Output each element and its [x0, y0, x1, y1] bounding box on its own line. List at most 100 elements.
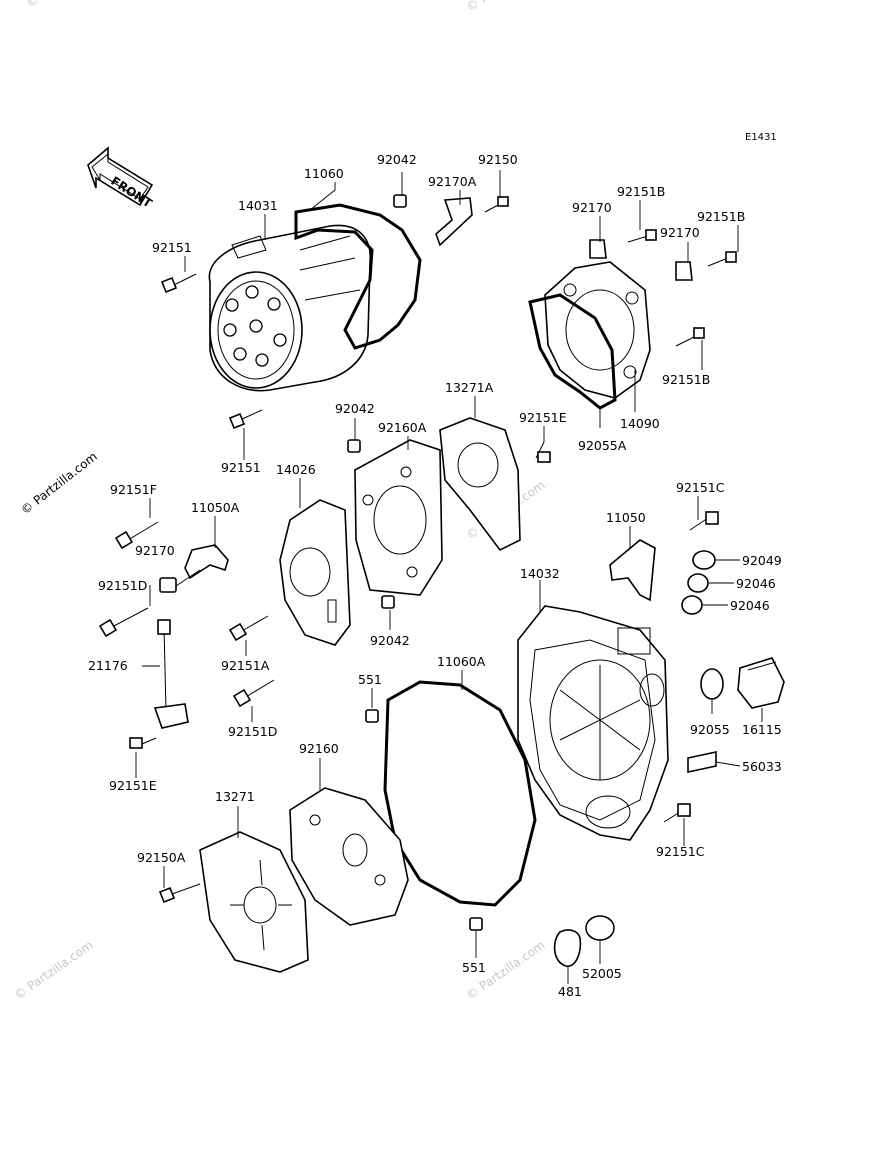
gasket-11060a	[383, 680, 537, 907]
seal-52005	[585, 915, 615, 941]
clamp-92170a	[435, 197, 473, 247]
label-92170-1: 92170	[572, 200, 612, 215]
cover-92160	[289, 787, 409, 926]
plate-13271a	[439, 417, 521, 552]
label-11060: 11060	[304, 166, 344, 181]
label-92160a: 92160A	[378, 420, 427, 435]
label-92150a: 92150A	[137, 850, 186, 865]
label-14090: 14090	[620, 416, 660, 431]
part-labels: 11060 92042 92150 92170A 14031 92151 921…	[88, 152, 782, 999]
clamp-92170-right2	[675, 261, 693, 281]
clamp-92170-right1	[589, 239, 607, 259]
bolt-92151d-left	[98, 607, 149, 638]
bearing-92046-a	[687, 573, 709, 593]
label-11050: 11050	[606, 510, 646, 525]
label-92151e-1: 92151E	[519, 410, 567, 425]
gasket-92055a	[528, 293, 617, 410]
label-92055a: 92055A	[578, 438, 627, 453]
bolt-92151a	[228, 615, 269, 642]
gasket-11060	[294, 203, 422, 350]
clutch-cover-14032	[517, 605, 669, 841]
bracket-11050a	[184, 544, 229, 580]
label-16115: 16115	[742, 722, 782, 737]
o-ring-92055	[700, 668, 724, 700]
label-11050a: 11050A	[191, 500, 240, 515]
dowel-pin-551-lower	[469, 917, 483, 931]
bolt-92151c-lower	[663, 803, 691, 823]
label-551-2: 551	[462, 960, 486, 975]
shaft-21176	[153, 619, 189, 729]
seal-92049	[692, 550, 716, 570]
label-92042-top: 92042	[377, 152, 417, 167]
diagram-code: E1431	[745, 132, 777, 143]
label-92151a: 92151A	[221, 658, 270, 673]
bolt-92151d-lower	[232, 679, 275, 708]
circlip-481	[553, 929, 582, 967]
label-92151d-2: 92151D	[228, 724, 277, 739]
bolt-92151b-c	[675, 327, 705, 347]
label-11060a: 11060A	[437, 654, 486, 669]
label-92151e-2: 92151E	[109, 778, 157, 793]
watermark-bottom-left: © Partzilla.com	[12, 938, 96, 1003]
dowel-pin-551-upper	[365, 709, 379, 723]
label-13271: 13271	[215, 789, 255, 804]
label-92170a: 92170A	[428, 174, 477, 189]
cover-14090	[544, 261, 651, 399]
label-21176: 21176	[88, 658, 128, 673]
bolt-92151c-upper	[689, 511, 719, 531]
oil-filler-cap-16115	[737, 657, 785, 709]
generator-cover-14031	[208, 224, 371, 392]
label-92049: 92049	[742, 553, 782, 568]
label-92151f: 92151F	[110, 482, 157, 497]
label-92046-2: 92046	[730, 598, 770, 613]
partzilla-watermark: © Partzilla.com	[18, 449, 100, 517]
label-92042-mid: 92042	[335, 401, 375, 416]
label-13271a: 13271A	[445, 380, 494, 395]
cover-92160a	[354, 439, 443, 596]
label-92151b-2: 92151B	[697, 209, 745, 224]
dowel-pin-92042-mid	[347, 439, 361, 453]
label-551-1: 551	[358, 672, 382, 687]
label-92151d-1: 92151D	[98, 578, 147, 593]
bolt-92151f	[114, 521, 159, 550]
label-92151-mid: 92151	[221, 460, 261, 475]
bolt-92150a	[158, 883, 201, 904]
label-14031: 14031	[238, 198, 278, 213]
label-92150: 92150	[478, 152, 518, 167]
bolt-92151-upper	[160, 273, 197, 294]
label-92170-3: 92170	[135, 543, 175, 558]
bolt-92151e-lower	[129, 737, 157, 749]
bolt-92151e-upper	[535, 441, 551, 463]
bearing-92046-b	[681, 595, 703, 615]
label-92151b-3: 92151B	[662, 372, 710, 387]
cover-14026	[279, 499, 351, 646]
dowel-pin-92042-low	[381, 595, 395, 609]
clamp-92170-left	[159, 577, 177, 593]
bolt-92150	[484, 196, 509, 213]
dowel-pin-92042-top	[393, 194, 407, 208]
label-92151c-2: 92151C	[656, 844, 705, 859]
label-14026: 14026	[276, 462, 316, 477]
plate-13271	[199, 831, 309, 973]
leader-lines	[135, 170, 763, 984]
label-92046-1: 92046	[736, 576, 776, 591]
watermark-top-right: © Partzilla.com	[464, 0, 548, 14]
label-52005: 52005	[582, 966, 622, 981]
label-14032: 14032	[520, 566, 560, 581]
label-92170-2: 92170	[660, 225, 700, 240]
label-92151c-1: 92151C	[676, 480, 725, 495]
bracket-11050	[609, 539, 656, 602]
label-56033: 56033	[742, 759, 782, 774]
bolt-92151b-a	[627, 229, 657, 243]
label-92151-top: 92151	[152, 240, 192, 255]
label-92160: 92160	[299, 741, 339, 756]
label-92151b-1: 92151B	[617, 184, 665, 199]
bolt-92151-mid	[228, 409, 263, 430]
label-92055: 92055	[690, 722, 730, 737]
bolt-92151b-b	[707, 251, 737, 267]
watermark-top-left: © Partzilla.com	[24, 0, 108, 10]
label-92042-low: 92042	[370, 633, 410, 648]
front-arrow-icon: FRONT	[87, 146, 155, 211]
label-481: 481	[558, 984, 582, 999]
